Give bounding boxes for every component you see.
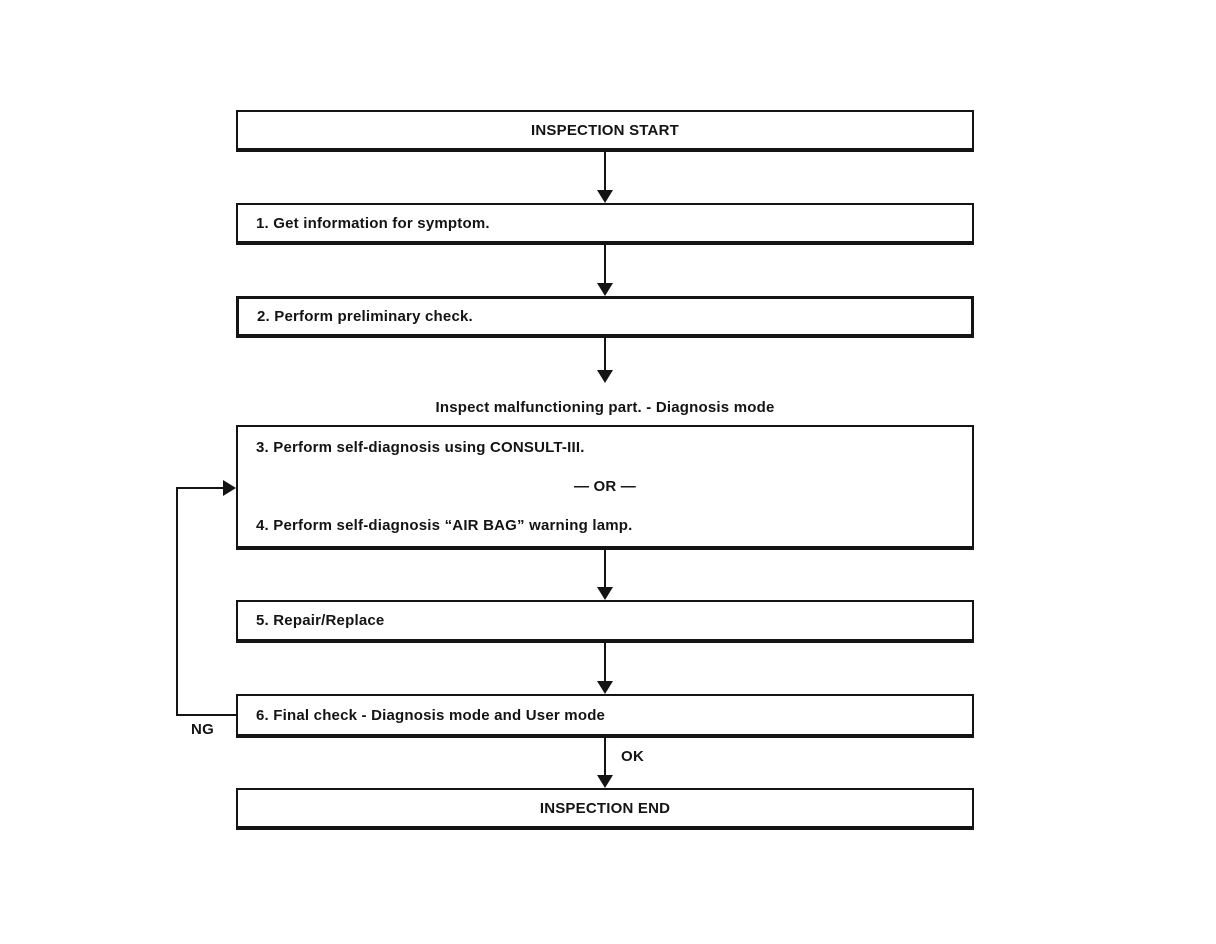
connector-line xyxy=(604,152,606,192)
connector-line xyxy=(604,245,606,285)
arrow-down-icon xyxy=(597,681,613,694)
connector-line xyxy=(604,643,606,682)
node-step1: 1. Get information for symptom. xyxy=(236,203,974,245)
node-step6-label: 6. Final check - Diagnosis mode and User… xyxy=(256,706,606,724)
arrow-down-icon xyxy=(597,370,613,383)
connector-line xyxy=(604,738,606,776)
node-diagnosis: 3. Perform self-diagnosis using CONSULT-… xyxy=(236,425,974,550)
arrow-down-icon xyxy=(597,587,613,600)
node-diagnosis-line1: 3. Perform self-diagnosis using CONSULT-… xyxy=(256,439,585,456)
node-inspection-end: INSPECTION END xyxy=(236,788,974,830)
arrow-down-icon xyxy=(597,775,613,788)
node-step2-label: 2. Perform preliminary check. xyxy=(257,308,473,325)
connector-line xyxy=(604,338,606,371)
ng-loop-bottom-line xyxy=(176,714,236,716)
edge-label-ng: NG xyxy=(191,721,215,738)
connector-line xyxy=(604,550,606,588)
ng-loop-top-line xyxy=(176,487,224,489)
arrow-down-icon xyxy=(597,283,613,296)
node-step6: 6. Final check - Diagnosis mode and User… xyxy=(236,694,974,738)
node-inspection-start-label: INSPECTION START xyxy=(531,121,679,139)
node-step1-label: 1. Get information for symptom. xyxy=(256,214,490,232)
node-step2: 2. Perform preliminary check. xyxy=(236,296,974,338)
node-inspection-start: INSPECTION START xyxy=(236,110,974,152)
arrow-right-icon xyxy=(223,480,236,496)
node-inspection-end-label: INSPECTION END xyxy=(539,799,671,817)
arrow-down-icon xyxy=(597,190,613,203)
node-step5-label: 5. Repair/Replace xyxy=(256,612,385,629)
node-step5: 5. Repair/Replace xyxy=(236,600,974,643)
section-label: Inspect malfunctioning part. - Diagnosis… xyxy=(435,399,775,416)
ng-loop-vertical-line xyxy=(176,487,178,716)
edge-label-ok: OK xyxy=(621,748,645,765)
node-diagnosis-or: — OR — xyxy=(573,478,637,495)
node-diagnosis-line2: 4. Perform self-diagnosis “AIR BAG” warn… xyxy=(256,517,633,534)
